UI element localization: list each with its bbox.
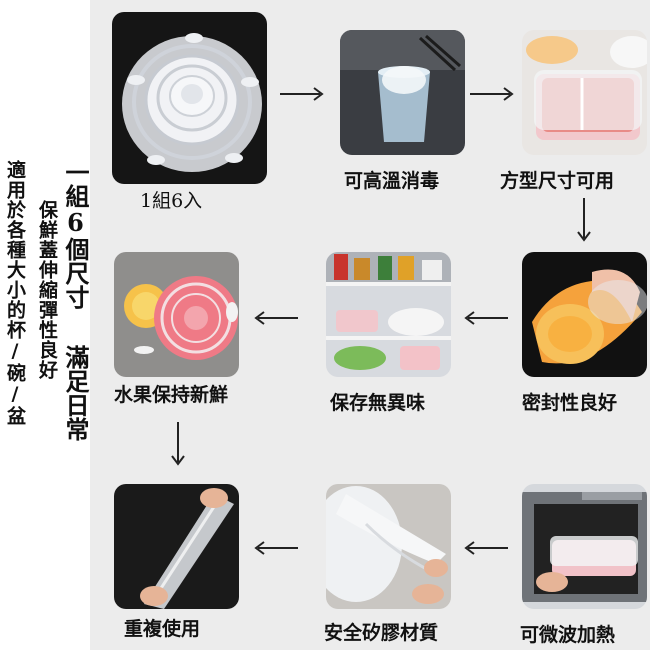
tile-sterilize	[340, 30, 465, 155]
arrow-down-2	[170, 422, 186, 468]
reusable-image	[114, 484, 239, 609]
arrow-right-1	[280, 86, 326, 102]
arrow-left-2	[252, 310, 298, 326]
arrow-left-4	[252, 540, 298, 556]
arrow-left-3	[462, 540, 508, 556]
side-tagline: 適用於各種大小的杯/碗/盆	[4, 160, 26, 426]
tile-no-odor	[326, 252, 451, 377]
caption-reusable: 重複使用	[124, 618, 201, 640]
tile-silicone	[326, 484, 451, 609]
caption-lid-set: 1組6入	[140, 190, 203, 212]
side-headline-1: 一組6個尺寸	[61, 160, 90, 309]
side-subline: 保鮮蓋伸縮彈性良好	[36, 200, 58, 380]
tile-square-fit	[522, 30, 647, 155]
side-headline-2: 滿足日常	[61, 345, 90, 441]
caption-sterilize: 可高溫消毒	[344, 170, 440, 192]
caption-square-fit: 方型尺寸可用	[500, 170, 615, 192]
arrow-down-1	[576, 198, 592, 244]
square-fit-image	[522, 30, 647, 155]
seal-image	[522, 252, 647, 377]
lid-set-image	[112, 12, 267, 184]
microwave-image	[522, 484, 647, 609]
arrow-right-2	[470, 86, 516, 102]
caption-fruit-fresh: 水果保持新鮮	[114, 384, 229, 406]
silicone-image	[326, 484, 451, 609]
fruit-fresh-image	[114, 252, 239, 377]
arrow-left-1	[462, 310, 508, 326]
tile-seal	[522, 252, 647, 377]
tile-fruit-fresh	[114, 252, 239, 377]
caption-silicone: 安全矽膠材質	[324, 622, 439, 644]
tile-microwave	[522, 484, 647, 609]
tile-reusable	[114, 484, 239, 609]
sterilize-image	[340, 30, 465, 155]
caption-no-odor: 保存無異味	[330, 392, 426, 414]
caption-microwave: 可微波加熱	[520, 624, 616, 646]
no-odor-image	[326, 252, 451, 377]
tile-lid-set	[112, 12, 267, 184]
caption-seal: 密封性良好	[522, 392, 618, 414]
